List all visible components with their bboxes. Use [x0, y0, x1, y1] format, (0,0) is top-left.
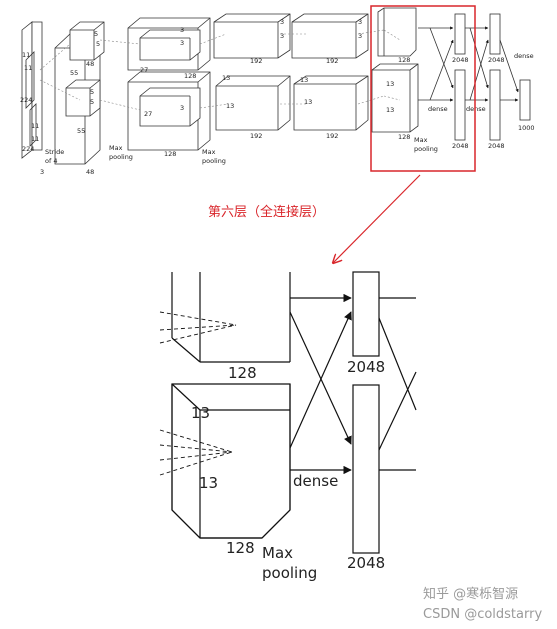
input-kernel-b: 11 — [24, 64, 32, 72]
zoom-labels: 128 2048 13 13 dense 128 Max pooling 204… — [191, 358, 385, 582]
zoom-top-projection — [159, 311, 237, 344]
conv4-depth-top: 192 — [326, 57, 338, 65]
conv2-b: 27 — [144, 110, 152, 118]
conv1-pool-2: pooling — [109, 153, 133, 161]
conv4-d: 3 — [358, 32, 362, 40]
conv3-volume — [213, 13, 291, 131]
zoom-fc-bottom-label: 2048 — [347, 554, 385, 572]
zoom-fc-top — [352, 271, 380, 357]
conv4-b: 13 — [304, 98, 312, 106]
fc6-bottom: 2048 — [452, 142, 469, 150]
conv2-depth: 128 — [164, 150, 176, 158]
conv3-b: 13 — [226, 102, 234, 110]
conv5-a: 13 — [386, 80, 394, 88]
fc-columns — [418, 13, 531, 141]
zoom-fc-top-label: 2048 — [347, 358, 385, 376]
zoom-top-volume — [171, 272, 291, 363]
fc-dense-3: dense — [514, 52, 534, 60]
fc7-bottom: 2048 — [488, 142, 505, 150]
conv1-size: 55 — [70, 69, 78, 77]
conv4-a: 13 — [300, 76, 308, 84]
conv5-volume — [371, 7, 419, 133]
input-kernel-d: 11 — [31, 135, 39, 143]
caption-layer6: 第六层（全连接层） — [208, 204, 325, 220]
conv5-b: 13 — [386, 106, 394, 114]
projection-lines — [39, 29, 401, 111]
conv1-volume — [54, 21, 105, 165]
zoom-pool-2: pooling — [262, 564, 317, 582]
conv2-a: 27 — [140, 66, 148, 74]
conv3-d: 3 — [280, 32, 284, 40]
fc7-top: 2048 — [488, 56, 505, 64]
input-volume — [21, 21, 43, 159]
zoom-top-depth: 128 — [228, 364, 257, 382]
zoom-connections — [289, 293, 417, 475]
conv1-d: 5 — [90, 98, 94, 106]
zoom-fc-bottom — [352, 384, 380, 554]
conv5-depth: 128 — [398, 133, 410, 141]
conv2-pool: Max — [202, 148, 216, 156]
conv1-c: 5 — [90, 88, 94, 96]
zoom-dense: dense — [293, 472, 338, 490]
highlight-box — [370, 5, 476, 172]
zoom-cube-projection — [159, 429, 233, 476]
conv1-depth-top: 48 — [86, 60, 94, 68]
overview-diagram — [21, 7, 531, 165]
zoom-pool-1: Max — [262, 544, 293, 562]
conv2-volume — [127, 17, 211, 151]
conv2-pool-2: pooling — [202, 157, 226, 165]
conv2-c: 3 — [180, 26, 184, 34]
overview-labels: 11 11 224 11 11 224 3 Stride of 4 5 5 48… — [20, 18, 535, 176]
conv1-pool: Max — [109, 144, 123, 152]
conv4-depth: 192 — [326, 132, 338, 140]
conv4-c: 3 — [358, 18, 362, 26]
input-kernel-c: 11 — [31, 122, 39, 130]
input-stride: Stride — [45, 148, 64, 156]
conv5-pool-2: pooling — [414, 145, 438, 153]
input-kernel-a: 11 — [22, 51, 30, 59]
conv2-depth-top: 128 — [184, 72, 196, 80]
zoom-cube-a: 13 — [191, 404, 210, 422]
conv2-d: 3 — [180, 39, 184, 47]
fc-dense-1: dense — [428, 105, 448, 113]
conv3-depth: 192 — [250, 132, 262, 140]
zoom-arrow — [333, 174, 421, 263]
zoom-diagram — [159, 271, 417, 554]
conv1-a: 5 — [94, 30, 98, 38]
fc-dense-2: dense — [466, 105, 486, 113]
watermark-zhihu: 知乎 @寒栎智源 — [423, 586, 518, 602]
conv3-depth-top: 192 — [250, 57, 262, 65]
conv4-volume — [291, 13, 369, 131]
conv3-a: 13 — [222, 74, 230, 82]
zoom-cube-depth: 128 — [226, 539, 255, 557]
input-dim-b: 224 — [22, 145, 34, 153]
conv1-b: 5 — [96, 40, 100, 48]
input-dim-a: 224 — [20, 96, 32, 104]
conv5-depth-top: 128 — [398, 56, 410, 64]
watermark-csdn: CSDN @coldstarry — [423, 607, 542, 622]
zoom-cube-b: 13 — [199, 474, 218, 492]
input-stride-2: of 4 — [45, 157, 57, 165]
conv3-c: 3 — [280, 18, 284, 26]
conv5-pool: Max — [414, 136, 428, 144]
input-channels: 3 — [40, 168, 44, 176]
conv2-e: 3 — [180, 104, 184, 112]
conv1-depth-bottom: 48 — [86, 168, 94, 176]
conv1-size-2: 55 — [77, 127, 85, 135]
fc6-top: 2048 — [452, 56, 469, 64]
zoom-cube — [171, 383, 291, 539]
fc8-out: 1000 — [518, 124, 535, 132]
